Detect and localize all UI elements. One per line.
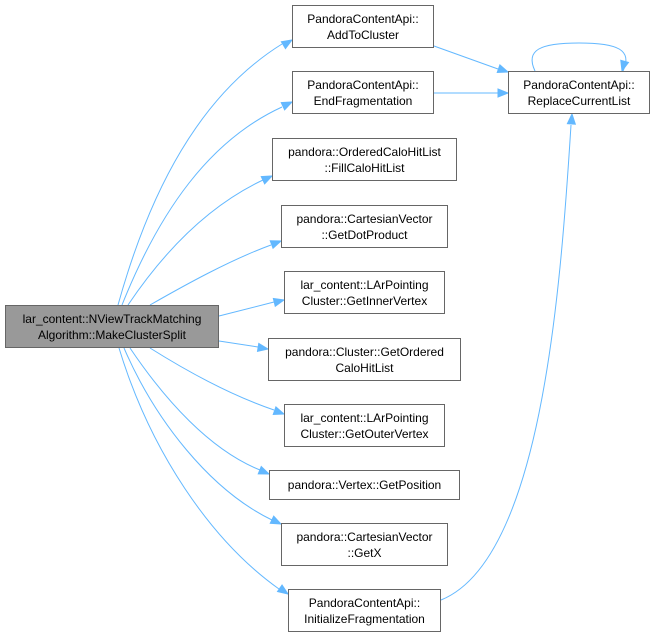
node-replace-current-list[interactable]: PandoraContentApi:: ReplaceCurrentList [508,71,650,114]
node-add-to-cluster-line-1: PandoraContentApi:: [307,11,419,26]
arrowhead-root-to-ordered [256,342,270,352]
node-get-dot-product-line-1: pandora::CartesianVector [296,211,433,226]
edge-initfrag-to-replace [440,124,572,601]
node-get-position-line-1: pandora::Vertex::GetPosition [287,478,442,492]
node-get-x[interactable]: pandora::CartesianVector ::GetX [281,523,448,566]
node-add-to-cluster[interactable]: PandoraContentApi:: AddToCluster [292,5,434,48]
node-get-dot-product[interactable]: pandora::CartesianVector ::GetDotProduct [281,205,448,248]
arrowhead-root-to-outer [272,406,286,415]
node-initialize-fragmentation-line-2: InitializeFragmentation [304,611,425,626]
node-replace-current-list-line-1: PandoraContentApi:: [523,77,635,92]
arrowhead-root-to-pos [257,465,271,475]
node-end-fragmentation-line-1: PandoraContentApi:: [307,77,419,92]
arrowhead-root-to-dot [269,240,283,250]
node-initialize-fragmentation-line-1: PandoraContentApi:: [308,595,421,610]
node-get-outer-vertex-line-2: Cluster::GetOuterVertex [300,426,429,441]
node-root-line-2: Algorithm::MakeClusterSplit [37,327,187,342]
node-end-fragmentation-line-2: EndFragmentation [313,93,413,108]
edge-root-to-initfrag [118,347,280,590]
edge-root-to-inner [218,301,275,317]
arrowhead-replace-to-replace [620,59,630,73]
edge-root-to-getx [123,347,273,521]
arrowhead-root-to-inner [272,297,286,308]
edge-root-to-endfrag [121,106,283,306]
arrowhead-add-to-replace [496,64,510,73]
node-initialize-fragmentation[interactable]: PandoraContentApi:: InitializeFragmentat… [288,589,441,632]
node-get-outer-vertex[interactable]: lar_content::LArPointing Cluster::GetOut… [284,404,445,447]
node-get-inner-vertex[interactable]: lar_content::LArPointing Cluster::GetInn… [284,271,445,314]
node-get-dot-product-line-2: ::GetDotProduct [321,227,408,242]
arrowhead-root-to-initfrag [276,584,290,595]
node-get-ordered-calo-hit-list[interactable]: pandora::Cluster::GetOrdered CaloHitList [268,338,461,381]
node-fill-calo-hit-list[interactable]: pandora::OrderedCaloHitList ::FillCaloHi… [272,138,457,181]
arrowhead-root-to-fill [260,175,274,185]
edge-root-to-add [117,43,283,306]
node-replace-current-list-line-2: ReplaceCurrentList [527,93,631,108]
arrowhead-initfrag-to-replace [566,112,577,125]
edge-replace-to-replace [531,42,627,72]
node-end-fragmentation[interactable]: PandoraContentApi:: EndFragmentation [292,71,434,114]
node-root-line-1: lar_content::NViewTrackMatching [22,311,202,326]
edge-root-to-dot [149,244,272,306]
node-get-inner-vertex-line-1: lar_content::LArPointing [300,277,429,292]
node-root: lar_content::NViewTrackMatching Algorith… [5,305,219,348]
node-get-outer-vertex-line-1: lar_content::LArPointing [300,410,429,425]
edge-root-to-pos [129,347,261,471]
arrowhead-root-to-getx [269,515,283,525]
edge-root-to-outer [149,347,275,411]
node-get-ordered-calo-hit-list-line-1: pandora::Cluster::GetOrdered [285,344,444,359]
node-get-x-line-2: ::GetX [347,545,382,560]
edge-root-to-ordered [218,340,259,348]
node-get-ordered-calo-hit-list-line-2: CaloHitList [335,360,394,375]
edge-layer [117,39,630,601]
arrowhead-endfrag-to-replace [497,88,510,98]
node-fill-calo-hit-list-line-2: ::FillCaloHitList [324,160,405,175]
node-fill-calo-hit-list-line-1: pandora::OrderedCaloHitList [288,144,441,159]
edge-root-to-fill [127,179,264,306]
node-get-position[interactable]: pandora::Vertex::GetPosition [269,470,460,500]
arrowhead-root-to-add [280,39,294,50]
node-add-to-cluster-line-2: AddToCluster [326,27,400,42]
arrowhead-root-to-endfrag [280,101,294,111]
node-get-inner-vertex-line-2: Cluster::GetInnerVertex [301,293,428,308]
node-get-x-line-1: pandora::CartesianVector [296,529,433,544]
edge-add-to-replace [433,45,499,70]
